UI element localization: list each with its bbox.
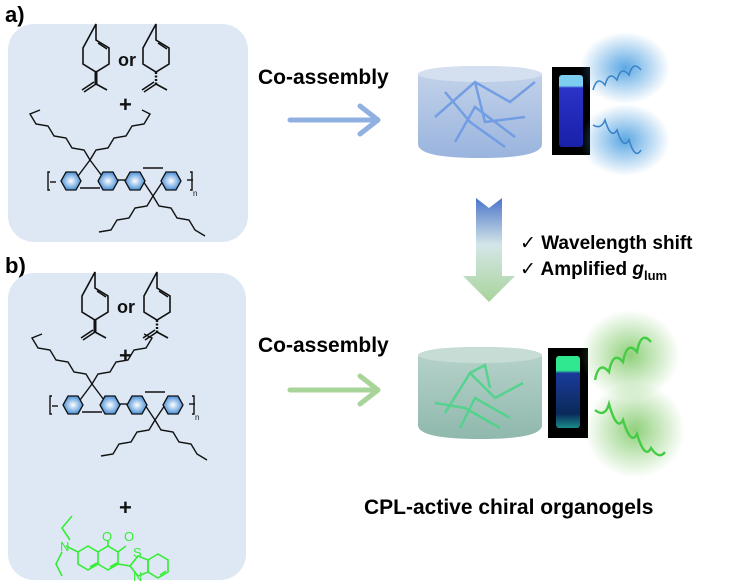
- check-icon: ✓: [520, 259, 536, 280]
- footer-title: CPL-active chiral organogels: [364, 496, 654, 519]
- plus-sign-a: +: [119, 92, 132, 117]
- panel-a-label: a): [5, 2, 25, 27]
- blue-organogel-cylinder: [418, 66, 542, 158]
- plus-sign-b1: +: [119, 343, 132, 368]
- green-cpl-helices: [580, 310, 685, 478]
- co-assembly-label-b: Co-assembly: [258, 334, 389, 357]
- green-organogel-cylinder: [418, 347, 542, 439]
- coumarin-dye-structure: [55, 515, 169, 579]
- dye-atom-o-carbonyl: O: [124, 529, 134, 544]
- dye-atom-s: S: [133, 545, 142, 560]
- blue-cpl-helices: [580, 32, 670, 176]
- repeat-unit-n-a: n: [193, 189, 197, 198]
- limonene-s-structure-a: [141, 23, 170, 93]
- repeat-unit-n-b: n: [195, 413, 199, 422]
- green-vial-photo: [548, 348, 588, 438]
- co-assembly-label-a: Co-assembly: [258, 66, 389, 89]
- dye-atom-n-thiazole: N: [133, 569, 142, 584]
- limonene-r-structure-a: [81, 23, 110, 93]
- panel-b-label: b): [5, 253, 26, 278]
- dye-atom-o-ring: O: [102, 529, 112, 544]
- limonene-s-structure-b: [142, 271, 171, 341]
- limonene-r-structure-b: [80, 271, 109, 341]
- arrow-right-a: [287, 103, 381, 137]
- plus-sign-b2: +: [119, 495, 132, 520]
- feature-wavelength-shift: ✓ Wavelength shift: [520, 233, 693, 254]
- panel-b-background: [8, 273, 246, 580]
- transition-arrow-down: [463, 198, 515, 302]
- feature-amplified-glum: ✓ Amplified glum: [520, 259, 668, 283]
- arrow-right-b: [287, 373, 381, 407]
- polyfluorene-structure-a: n: [28, 109, 206, 237]
- polyfluorene-structure-b: n: [30, 333, 208, 461]
- check-icon: ✓: [520, 233, 536, 254]
- or-text-b: or: [117, 297, 135, 317]
- or-text-a: or: [118, 50, 136, 70]
- dye-atom-n: N: [60, 539, 69, 554]
